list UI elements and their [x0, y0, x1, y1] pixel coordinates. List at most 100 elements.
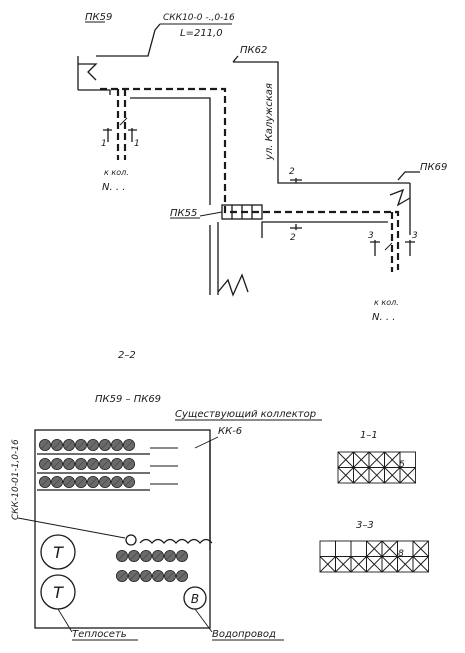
cable-hatch	[64, 440, 74, 450]
cable-tray-wave	[139, 538, 213, 544]
pipeline-route	[100, 87, 400, 270]
heating-leader	[57, 608, 73, 633]
section-3-3: 3–3 8	[319, 520, 429, 573]
cable-hatch	[177, 551, 187, 561]
cell-cross	[399, 467, 416, 484]
cell-cross	[412, 556, 429, 573]
cable-hatch	[141, 551, 151, 561]
section-3-right-num: 3	[412, 231, 418, 241]
label-n-right: N. . .	[372, 312, 395, 323]
cell-cross	[337, 451, 354, 468]
cable-hatch	[153, 571, 163, 581]
cable-hatch	[76, 459, 86, 469]
cable-hatch	[52, 459, 62, 469]
section-range: ПК59 – ПК69	[95, 394, 161, 405]
wall-left-lower	[78, 89, 111, 95]
cell-cross	[384, 467, 401, 484]
cable-hatch	[165, 571, 175, 581]
cell-cross	[397, 556, 414, 573]
heating-pipe-upper	[40, 534, 76, 570]
cable-hatch	[40, 459, 50, 469]
cable-hatch	[40, 477, 50, 487]
label-pk69: ПК69	[420, 162, 447, 173]
cable-hatch	[112, 440, 122, 450]
cable-hatch	[124, 440, 134, 450]
cell-cross	[350, 556, 367, 573]
section-cut-3	[384, 242, 393, 251]
collector-code: КК-6	[218, 426, 242, 437]
cell-cross	[353, 451, 370, 468]
leader-spec	[154, 23, 161, 31]
cable-hatch	[124, 477, 134, 487]
cable-hatch	[129, 551, 139, 561]
pipe-spec-vertical: СКК-10-01-1,0-16	[11, 439, 21, 520]
cable-hatch	[177, 571, 187, 581]
grid-cell	[319, 540, 336, 557]
cable-hatch	[153, 551, 163, 561]
grid-1-1	[337, 451, 416, 484]
heating-letter-upper: Т	[53, 543, 64, 562]
cable-hatch	[52, 477, 62, 487]
cell-cross	[319, 556, 336, 573]
section-mark-2-top	[290, 178, 302, 183]
cable-hatch	[112, 459, 122, 469]
cable-hatch	[76, 440, 86, 450]
cell-cross	[412, 540, 429, 557]
water-leader	[194, 608, 213, 633]
break-mark-right	[389, 188, 411, 207]
section-mark-1-right	[128, 128, 137, 142]
cable-hatch	[129, 571, 139, 581]
section-title-3-3: 3–3	[356, 520, 374, 531]
heating-label: Теплосеть	[72, 629, 127, 640]
grid-cell	[399, 467, 416, 484]
label-to-col-right: к кол.	[374, 298, 399, 307]
cable-hatch	[40, 440, 50, 450]
water-label: Водопровод	[212, 629, 276, 640]
cable-hatch	[76, 477, 86, 487]
section-cut-1	[119, 117, 128, 126]
leader-pk55	[199, 211, 223, 217]
plan-view: ПК59 СКК10-0 -.,0-16 L=211,0 ПК62 ул. Ка…	[77, 12, 447, 323]
label-street: ул. Калужская	[264, 83, 275, 161]
cell-cross	[368, 467, 385, 484]
label-pk59: ПК59	[85, 12, 112, 23]
leader-pk69	[397, 171, 420, 181]
label-pk55: ПК55	[170, 208, 197, 219]
cable-hatch	[117, 571, 127, 581]
cell-cross	[381, 556, 398, 573]
section-1-1-number: 5	[399, 460, 405, 470]
wall-outer-right	[233, 61, 410, 184]
cable-hatch	[100, 477, 110, 487]
label-pipe-spec: СКК10-0 -.,0-16	[163, 13, 235, 23]
cable-hatch	[112, 477, 122, 487]
section-title-1-1: 1–1	[360, 430, 378, 441]
section-2-top-num: 2	[289, 167, 295, 177]
collector-label: Существующий коллектор	[175, 409, 316, 420]
cell-cross	[381, 540, 398, 557]
label-n-left: N. . .	[102, 182, 125, 193]
section-3-3-number: 8	[398, 549, 404, 559]
cable-hatch	[88, 440, 98, 450]
heating-letter-lower: Т	[53, 583, 64, 602]
water-letter: В	[191, 592, 199, 606]
section-mark-3-left	[370, 240, 380, 256]
cable-hatch	[88, 477, 98, 487]
section-mark-3-right	[405, 240, 415, 256]
cell-cross	[384, 451, 401, 468]
cable-rows	[39, 438, 188, 583]
cable-hatch	[100, 459, 110, 469]
cable-hatch	[117, 551, 127, 561]
section-1-left-num: 1	[101, 139, 107, 149]
section-title-2-2: 2–2	[118, 350, 136, 361]
break-mark-bottom	[217, 273, 249, 297]
section-2-bottom-num: 2	[290, 233, 296, 243]
cable-hatch	[124, 459, 134, 469]
grid-cell	[350, 540, 367, 557]
cell-cross	[337, 467, 354, 484]
cable-hatch	[100, 440, 110, 450]
section-2-2: 2–2 ПК59 – ПК69 Существующий коллектор К…	[11, 350, 322, 641]
cell-cross	[366, 556, 383, 573]
wall-top-left	[96, 29, 156, 57]
section-1-right-num: 1	[134, 139, 140, 149]
